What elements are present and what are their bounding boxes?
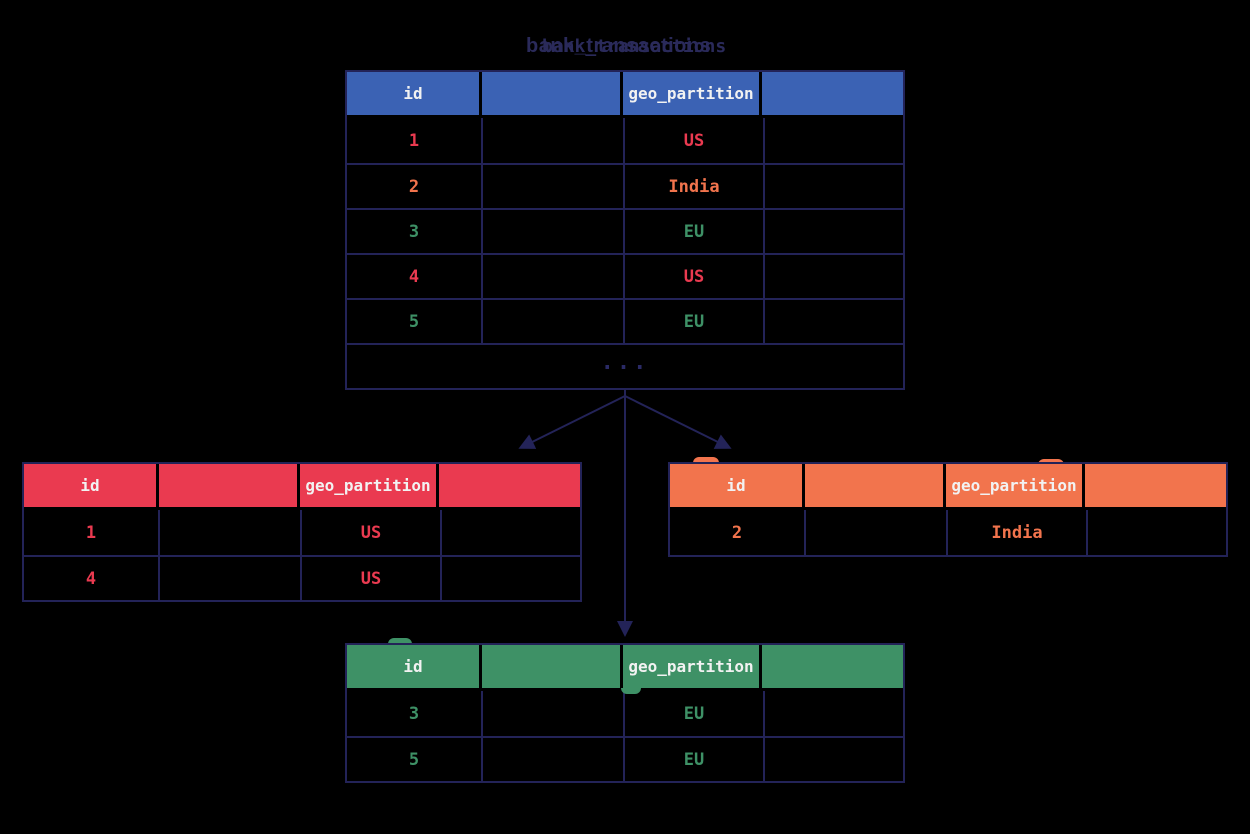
cell-blank bbox=[160, 557, 302, 600]
table-us-partition: id geo_partition 1 US 4 US bbox=[22, 462, 582, 602]
table-row: 3 EU bbox=[347, 208, 903, 253]
cell-geo-partition: India bbox=[948, 510, 1088, 555]
coin-icon-partial bbox=[693, 457, 719, 463]
table-header-row: id geo_partition bbox=[347, 72, 903, 118]
cell-geo-partition: EU bbox=[625, 210, 765, 253]
table-row: 1 US bbox=[347, 118, 903, 163]
cell-geo-partition: US bbox=[625, 255, 765, 298]
cell-geo-partition: US bbox=[625, 118, 765, 163]
cell-blank bbox=[765, 300, 903, 343]
cell-geo-partition: EU bbox=[625, 300, 765, 343]
column-header-blank bbox=[482, 645, 623, 688]
column-header-geo-partition: geo_partition bbox=[623, 645, 762, 688]
cell-id: 3 bbox=[347, 691, 483, 736]
table-bank-transactions: id geo_partition 1 US 2 India 3 EU 4 US bbox=[345, 70, 905, 390]
table-row: 5 EU bbox=[347, 736, 903, 781]
cell-blank bbox=[483, 165, 625, 208]
table-header-row: id geo_partition bbox=[347, 645, 903, 691]
column-header-blank bbox=[1085, 464, 1226, 507]
cell-blank bbox=[483, 255, 625, 298]
cell-blank bbox=[765, 255, 903, 298]
cell-id: 4 bbox=[347, 255, 483, 298]
cell-geo-partition: India bbox=[625, 165, 765, 208]
column-header-geo-partition: geo_partition bbox=[946, 464, 1085, 507]
column-header-id: id bbox=[347, 72, 482, 115]
cell-id: 4 bbox=[24, 557, 160, 600]
cell-blank bbox=[806, 510, 948, 555]
cell-geo-partition: US bbox=[302, 510, 442, 555]
cell-blank bbox=[765, 210, 903, 253]
coin-icon-partial bbox=[388, 638, 412, 644]
column-header-blank bbox=[439, 464, 580, 507]
cell-blank bbox=[765, 165, 903, 208]
diagram-title-ghost: bank_transactions bbox=[542, 36, 727, 57]
table-row-ellipsis: ... bbox=[347, 343, 903, 388]
table-row: 2 India bbox=[670, 510, 1226, 555]
table-row: 1 US bbox=[24, 510, 580, 555]
table-header-row: id geo_partition bbox=[24, 464, 580, 510]
cell-blank bbox=[160, 510, 302, 555]
arrow-to-us-partition bbox=[518, 395, 626, 449]
cell-blank bbox=[442, 557, 580, 600]
cell-id: 5 bbox=[347, 300, 483, 343]
table-row: 4 US bbox=[24, 555, 580, 600]
arrow-to-india-partition bbox=[624, 395, 732, 449]
cell-blank bbox=[765, 118, 903, 163]
ellipsis: ... bbox=[600, 350, 650, 375]
cell-geo-partition: EU bbox=[625, 738, 765, 781]
coin-icon-partial bbox=[621, 688, 641, 694]
table-row: 4 US bbox=[347, 253, 903, 298]
column-header-id: id bbox=[670, 464, 805, 507]
column-header-id: id bbox=[347, 645, 482, 688]
column-header-blank bbox=[762, 72, 903, 115]
cell-blank bbox=[765, 691, 903, 736]
cell-blank bbox=[483, 300, 625, 343]
column-header-geo-partition: geo_partition bbox=[623, 72, 762, 115]
cell-blank bbox=[765, 738, 903, 781]
cell-id: 2 bbox=[347, 165, 483, 208]
table-row: 5 EU bbox=[347, 298, 903, 343]
table-header-row: id geo_partition bbox=[670, 464, 1226, 510]
column-header-id: id bbox=[24, 464, 159, 507]
cell-blank bbox=[483, 210, 625, 253]
cell-blank bbox=[483, 691, 625, 736]
column-header-geo-partition: geo_partition bbox=[300, 464, 439, 507]
table-row: 2 India bbox=[347, 163, 903, 208]
cell-geo-partition: EU bbox=[625, 691, 765, 736]
column-header-blank bbox=[805, 464, 946, 507]
column-header-blank bbox=[762, 645, 903, 688]
table-row: 3 EU bbox=[347, 691, 903, 736]
cell-id: 1 bbox=[24, 510, 160, 555]
column-header-blank bbox=[482, 72, 623, 115]
table-eu-partition: id geo_partition 3 EU 5 EU bbox=[345, 643, 905, 783]
cell-blank bbox=[442, 510, 580, 555]
cell-id: 3 bbox=[347, 210, 483, 253]
column-header-blank bbox=[159, 464, 300, 507]
cell-blank bbox=[1088, 510, 1226, 555]
cell-id: 2 bbox=[670, 510, 806, 555]
table-india-partition: id geo_partition 2 India bbox=[668, 462, 1228, 557]
cell-geo-partition: US bbox=[302, 557, 442, 600]
cell-id: 5 bbox=[347, 738, 483, 781]
cell-blank bbox=[483, 738, 625, 781]
cell-id: 1 bbox=[347, 118, 483, 163]
diagram-title: bank_transactions bbox=[526, 35, 712, 57]
cell-blank bbox=[483, 118, 625, 163]
